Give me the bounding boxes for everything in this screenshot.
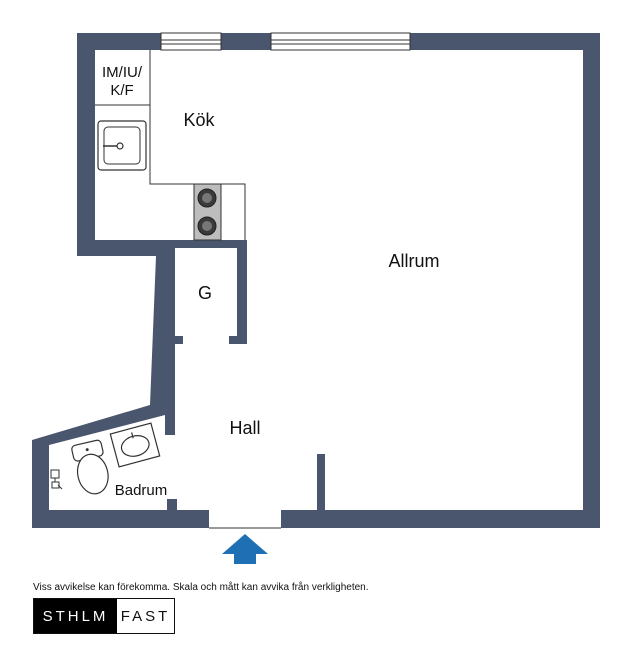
- room-label-storage-2: K/F: [110, 82, 133, 99]
- room-label-hall: Hall: [229, 418, 260, 438]
- entrance-arrow-icon: [222, 534, 268, 564]
- logo-left-text: STHLM: [34, 599, 117, 633]
- stove-icon: [193, 183, 222, 241]
- logo-right-text: FAST: [120, 607, 171, 625]
- room-label-allrum: Allrum: [388, 251, 439, 271]
- sink-icon: [97, 120, 147, 171]
- window-right: [270, 32, 411, 51]
- room-label-kok: Kök: [183, 110, 215, 130]
- hall-wall-stub: [317, 454, 325, 510]
- floor-area: [49, 50, 583, 528]
- room-label-garderob: G: [198, 283, 212, 303]
- room-label-storage: IM/IU/: [102, 64, 143, 81]
- room-label-badrum: Badrum: [115, 482, 168, 499]
- washbasin-icon: [109, 422, 161, 468]
- disclaimer-text: Viss avvikelse kan förekomma. Skala och …: [33, 582, 369, 593]
- brand-logo: STHLM FAST: [33, 598, 175, 634]
- shower-icon: [50, 469, 63, 490]
- closet-walls: [165, 240, 247, 344]
- window-left: [160, 32, 222, 51]
- kitchen-counter: [95, 104, 246, 240]
- toilet-icon: [71, 439, 109, 495]
